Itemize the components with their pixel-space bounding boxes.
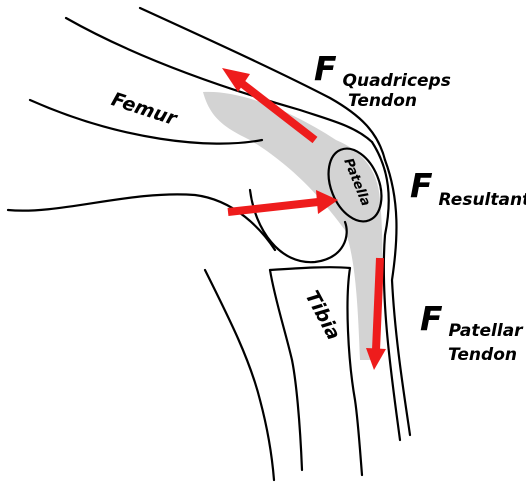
quadriceps-force-symbol: F <box>314 49 337 88</box>
patellar-force-sub2: Tendon <box>448 345 517 365</box>
tibia-label: Tibia <box>301 287 345 344</box>
femur-outline-lower <box>8 194 275 250</box>
quadriceps-force-sub1: Quadriceps <box>343 71 451 91</box>
resultant-force-arrow-shaft <box>228 202 318 212</box>
femur-label: Femur <box>109 88 181 130</box>
patellar-force-label: F Patellar <box>420 299 524 341</box>
calf-outline <box>205 270 274 480</box>
resultant-force-label: F Resultant <box>410 166 526 210</box>
resultant-force-symbol: F <box>410 166 433 205</box>
patellar-force-arrow-shaft <box>376 258 380 350</box>
resultant-force-sub1: Resultant <box>439 190 526 210</box>
quadriceps-force-sub2: Tendon <box>348 91 417 111</box>
quadriceps-force-label: F Quadriceps <box>314 49 451 91</box>
patellar-force-sub1: Patellar <box>449 321 525 341</box>
tibia-back-outline <box>270 270 302 470</box>
patellar-force-symbol: F <box>420 299 443 338</box>
